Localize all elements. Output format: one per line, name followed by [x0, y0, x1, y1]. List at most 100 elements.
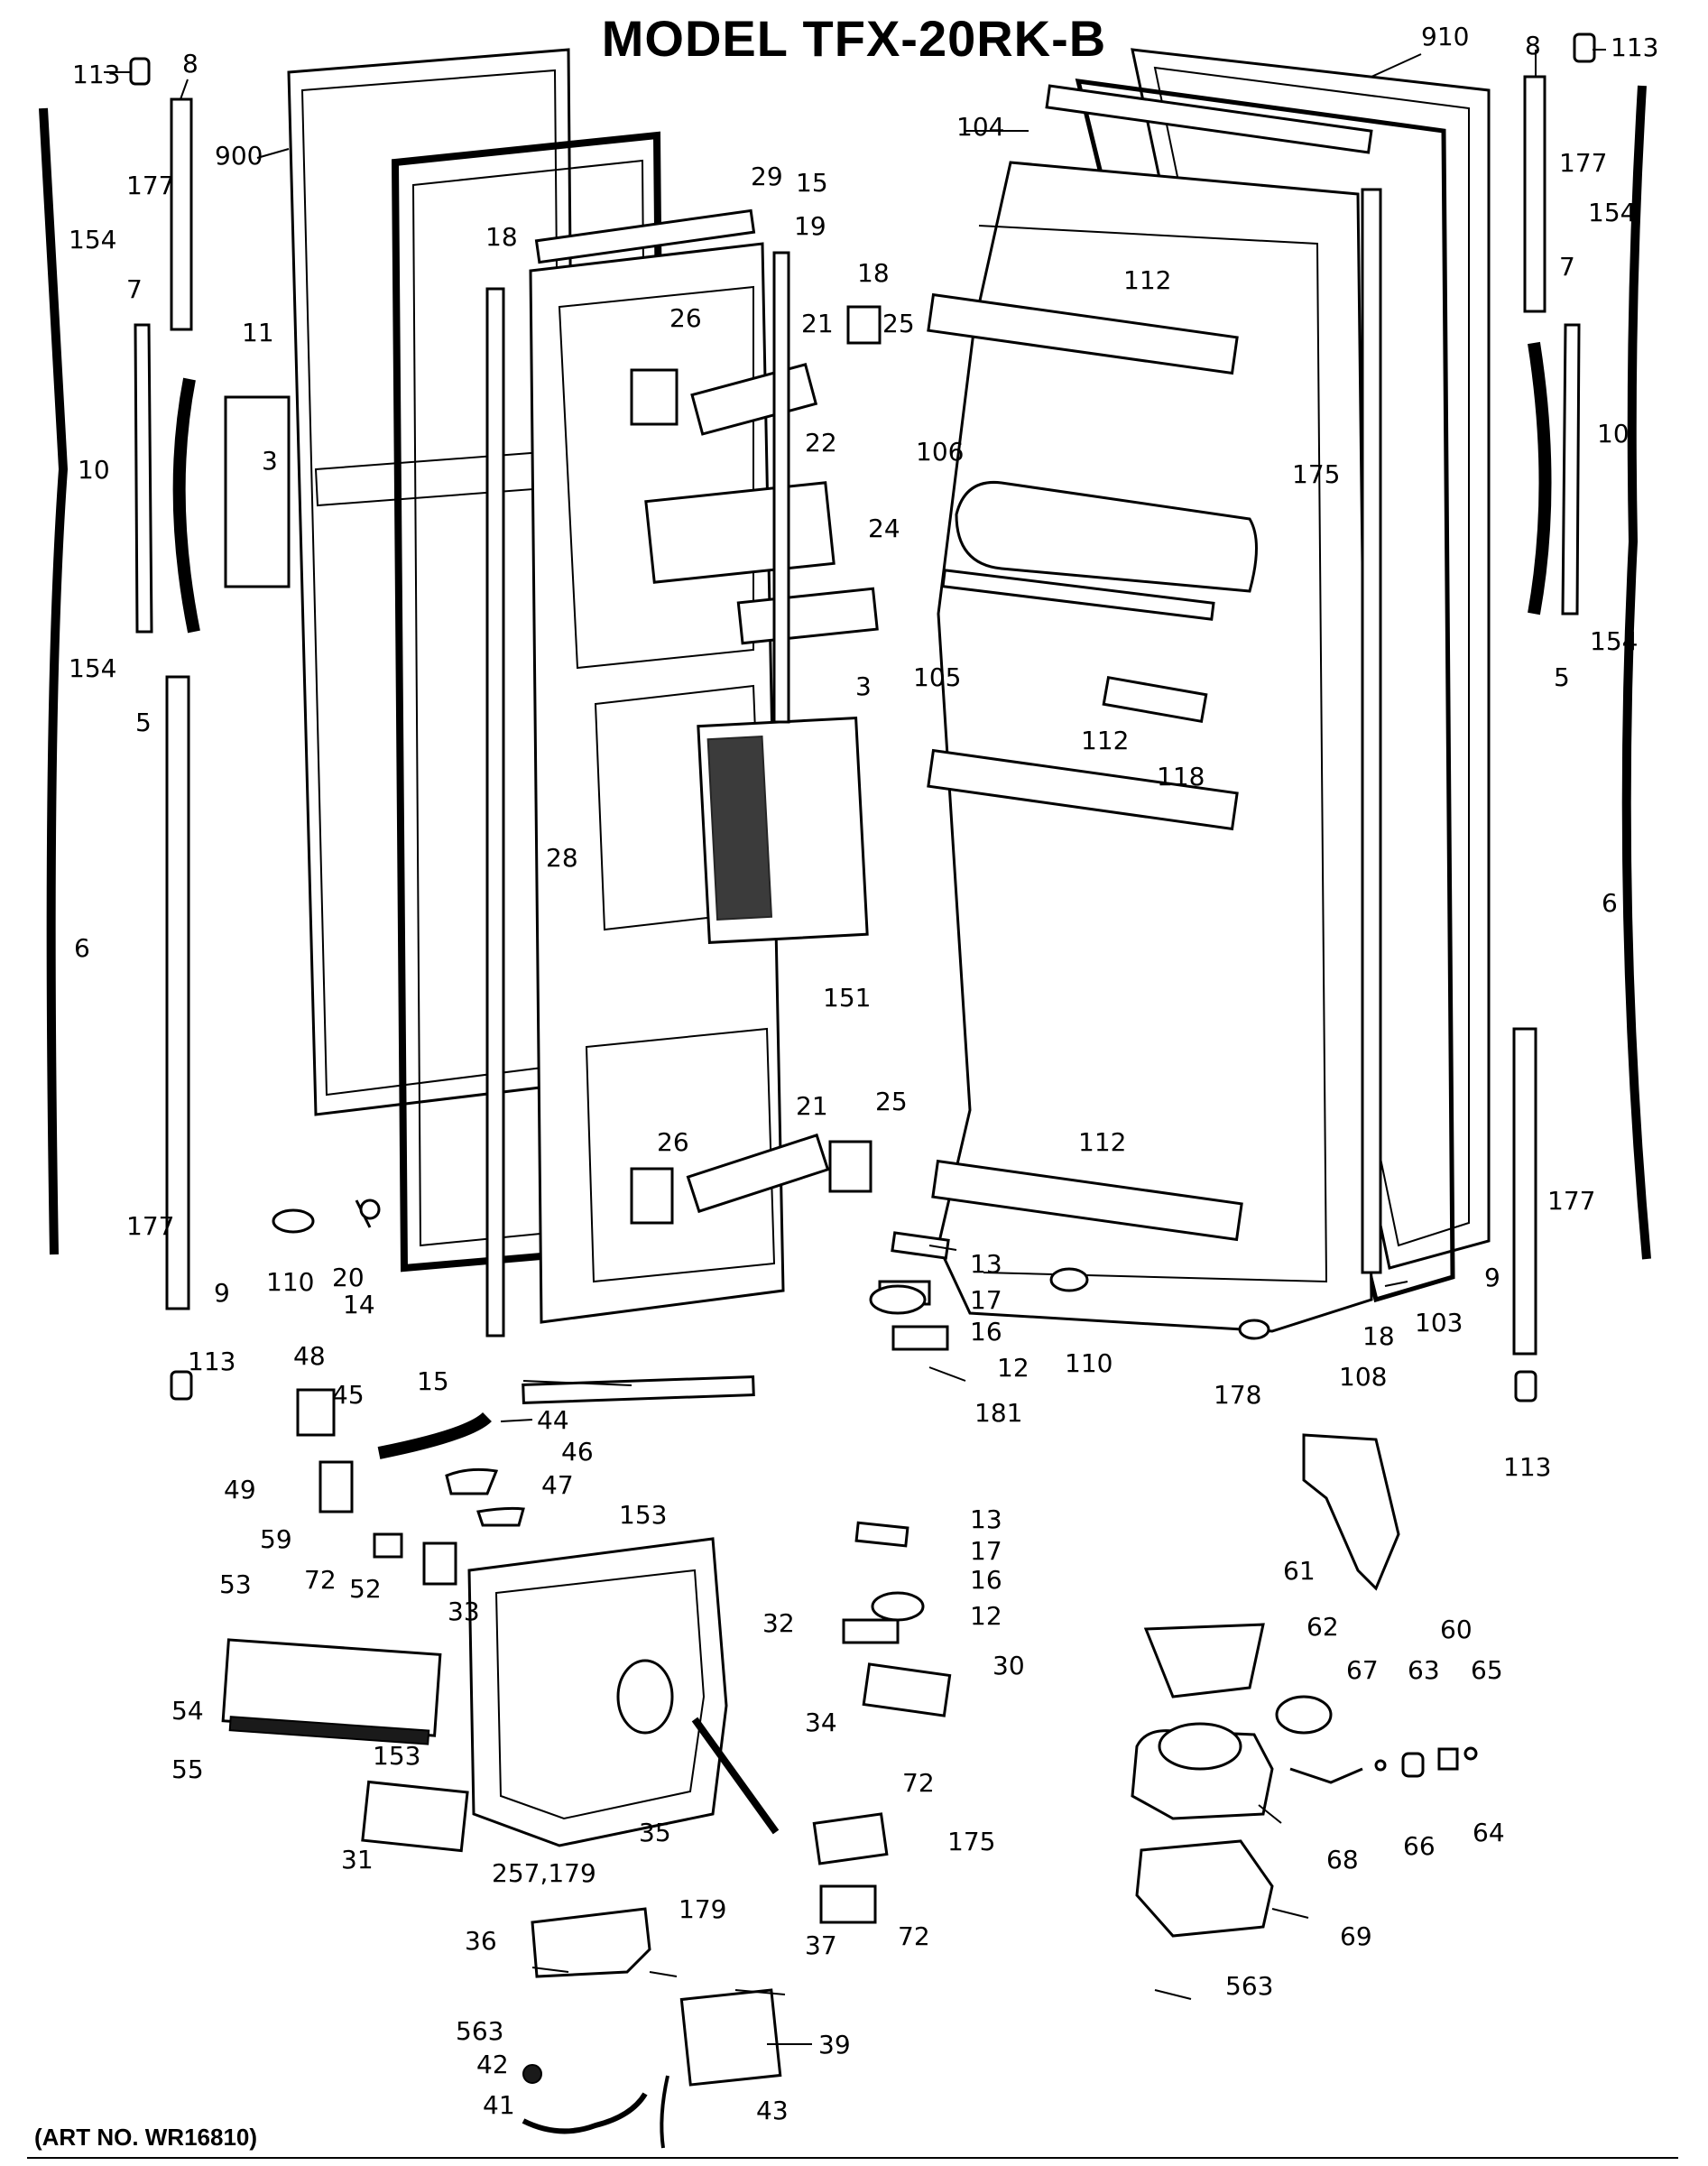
callout-177: 177	[126, 171, 174, 200]
callout-34: 34	[805, 1708, 837, 1737]
callout-59: 59	[260, 1524, 292, 1554]
callout-68: 68	[1326, 1845, 1359, 1874]
callout-11: 11	[242, 318, 274, 347]
callout-31: 31	[341, 1845, 374, 1874]
callout-30: 30	[992, 1651, 1025, 1680]
callout-175: 175	[947, 1827, 995, 1856]
callout-14: 14	[343, 1290, 375, 1319]
callout-105: 105	[913, 662, 961, 692]
callout-35: 35	[639, 1818, 671, 1847]
callout-153: 153	[373, 1741, 420, 1771]
callout-563: 563	[456, 2016, 503, 2046]
callout-18: 18	[1362, 1321, 1395, 1351]
callout-7: 7	[126, 274, 143, 304]
callout-15: 15	[417, 1366, 449, 1396]
callout-67: 67	[1346, 1655, 1379, 1685]
freezer-door-liner	[485, 208, 882, 1404]
callout-910: 910	[1421, 22, 1469, 51]
callout-8: 8	[1525, 31, 1541, 60]
callout-178: 178	[1214, 1380, 1261, 1410]
callout-7: 7	[1559, 252, 1575, 282]
callout-47: 47	[541, 1470, 574, 1500]
callout-177: 177	[126, 1211, 174, 1241]
callout-66: 66	[1403, 1831, 1436, 1861]
dispenser-housing	[221, 1388, 889, 2149]
callout-175: 175	[1292, 459, 1340, 489]
hinge-parts	[842, 1231, 952, 1717]
callout-151: 28	[546, 843, 578, 873]
callout-108: 108	[1339, 1362, 1387, 1392]
callout-41: 41	[483, 2090, 515, 2120]
callout-154: 154	[69, 653, 116, 683]
art-number: (ART NO. WR16810)	[34, 2124, 258, 2151]
callout-39: 39	[818, 2030, 851, 2060]
callout-72: 72	[898, 1921, 930, 1951]
callout-10: 10	[78, 455, 110, 485]
callout-72: 72	[902, 1768, 935, 1798]
callout-21: 21	[796, 1091, 828, 1121]
callout-53: 53	[219, 1569, 252, 1599]
callout-5: 5	[135, 708, 152, 737]
diagram-title: MODEL TFX-20RK-B	[601, 10, 1107, 67]
callout-177: 177	[1559, 148, 1607, 178]
callout-13: 13	[970, 1504, 1002, 1534]
callout-25: 25	[882, 309, 915, 338]
callout-63: 63	[1408, 1655, 1440, 1685]
callout-69: 69	[1340, 1921, 1372, 1951]
leader-lines	[104, 49, 1606, 2045]
left-trims-and-handles	[39, 57, 381, 1401]
callout-154: 154	[69, 225, 116, 255]
callout-113: 113	[1503, 1452, 1551, 1482]
callout-46: 46	[561, 1437, 594, 1467]
callout-12: 12	[997, 1353, 1029, 1383]
callout-563: 563	[1225, 1971, 1273, 2001]
callout-3: 3	[855, 671, 872, 701]
callout-54: 54	[171, 1696, 204, 1726]
callout-110: 110	[266, 1267, 314, 1297]
callout-900: 900	[215, 141, 263, 171]
fresh-food-door	[927, 48, 1491, 1333]
callout-19: 19	[794, 211, 826, 241]
callout-21: 21	[801, 309, 834, 338]
callout-6: 6	[74, 933, 90, 963]
callout-12: 12	[970, 1601, 1002, 1631]
callout-113: 113	[1611, 32, 1658, 62]
callout-36: 36	[465, 1926, 497, 1956]
callout-45: 45	[332, 1380, 365, 1410]
callout-52: 52	[349, 1574, 382, 1604]
footer-rule	[27, 2157, 1678, 2159]
callout-6: 6	[1602, 888, 1618, 918]
callout-61: 61	[1283, 1556, 1316, 1586]
callout-177: 177	[1547, 1186, 1595, 1216]
callout-110: 110	[1065, 1348, 1113, 1378]
ice-crusher-assembly	[1131, 1433, 1478, 1938]
callout-13: 13	[970, 1249, 1002, 1279]
callout-112: 112	[1078, 1127, 1126, 1157]
callout-16: 16	[970, 1317, 1002, 1347]
callout-103: 103	[1415, 1308, 1463, 1338]
callout-112: 112	[1081, 726, 1129, 755]
callout-37: 37	[805, 1930, 837, 1960]
callout-42: 42	[476, 2050, 509, 2079]
callout-17: 17	[970, 1536, 1002, 1566]
callout-9: 9	[214, 1278, 230, 1308]
callout-18: 18	[857, 258, 890, 288]
callout-55: 55	[171, 1754, 204, 1784]
callout-labels: 113 8 177 900 154 7 11 3 10 154 5 6 177 …	[69, 22, 1658, 2125]
callout-18: 18	[485, 222, 518, 252]
callout-49: 49	[224, 1475, 256, 1504]
callout-15: 15	[796, 168, 828, 198]
callout-32: 32	[762, 1608, 795, 1638]
callout-64: 64	[1473, 1818, 1505, 1847]
callout-154: 154	[1590, 626, 1638, 656]
callout-43: 43	[756, 2096, 789, 2125]
callout-8: 8	[182, 49, 198, 79]
callout-16: 16	[970, 1565, 1002, 1595]
callout-112: 112	[1123, 265, 1171, 295]
callout-179: 179	[679, 1894, 726, 1924]
callout-257-179: 257,179	[492, 1858, 596, 1888]
callout-104: 104	[956, 112, 1004, 142]
callout-10: 10	[1597, 419, 1630, 449]
callout-28: 151	[823, 983, 871, 1013]
callout-3: 3	[262, 446, 278, 476]
